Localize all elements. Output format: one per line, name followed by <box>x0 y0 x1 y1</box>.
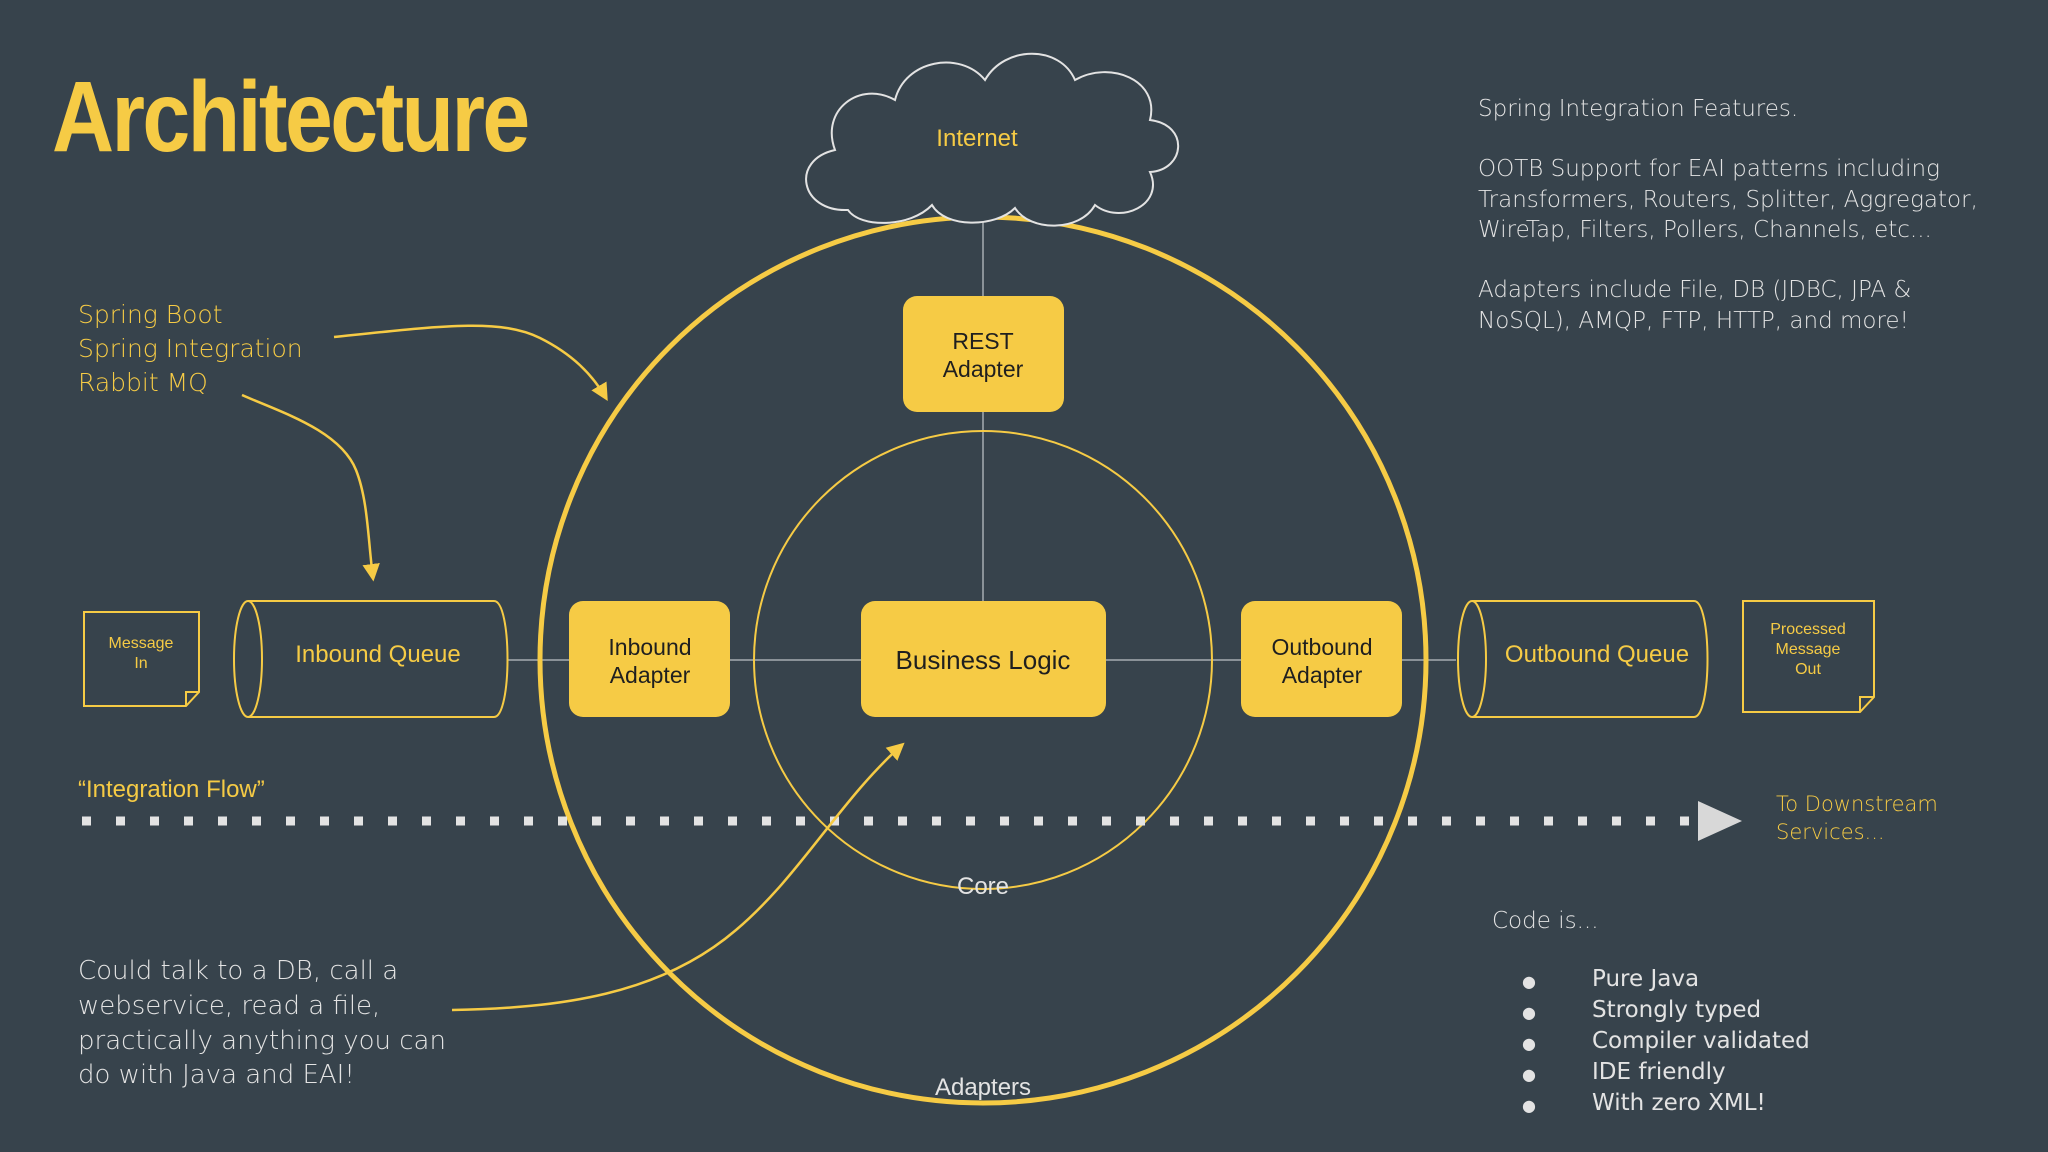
connector-lines <box>508 222 1456 661</box>
rest-adapter-line1: REST <box>952 328 1013 354</box>
message-in-note: Message In <box>83 611 200 707</box>
message-in-line2: In <box>134 655 147 672</box>
outbound-adapter-box: Outbound Adapter <box>1241 601 1402 717</box>
list-item: Compiler validated <box>1522 1028 1810 1059</box>
inbound-queue: Inbound Queue <box>233 600 509 718</box>
stack-item: Spring Integration <box>78 334 303 363</box>
inbound-adapter-line1: Inbound <box>608 634 691 660</box>
internet-cloud: Internet <box>805 52 1180 227</box>
list-item: With zero XML! <box>1522 1090 1810 1121</box>
arrow-could-talk-to-core <box>451 742 905 1012</box>
features-heading: Spring Integration Features. <box>1478 96 1799 122</box>
inbound-adapter-box: Inbound Adapter <box>569 601 730 717</box>
list-item: Pure Java <box>1522 966 1810 997</box>
inbound-queue-label: Inbound Queue <box>295 641 460 668</box>
business-logic-box: Business Logic <box>861 601 1106 717</box>
integration-flow-arrowhead <box>1698 801 1742 841</box>
features-panel: Spring Integration Features. OOTB Suppor… <box>1478 94 1998 366</box>
arrow-stack-to-adapters <box>333 324 608 402</box>
business-logic-label: Business Logic <box>896 645 1071 675</box>
core-circle <box>753 430 1213 890</box>
message-out-line1: Processed <box>1770 621 1846 638</box>
internet-label: Internet <box>936 125 1018 152</box>
stack-item: Spring Boot <box>78 300 223 329</box>
outbound-queue: Outbound Queue <box>1457 600 1709 718</box>
arrow-stack-to-inbound-queue <box>241 393 380 582</box>
integration-flow-label: “Integration Flow” <box>78 776 265 803</box>
adapters-label: Adapters <box>935 1074 1031 1101</box>
list-item: IDE friendly <box>1522 1059 1810 1090</box>
outbound-queue-label: Outbound Queue <box>1505 641 1689 668</box>
features-paragraph-eai: OOTB Support for EAI patterns including … <box>1478 156 1978 244</box>
features-paragraph-adapters: Adapters include File, DB (JDBC, JPA & N… <box>1478 277 1912 334</box>
stack-item: Rabbit MQ <box>78 368 208 397</box>
message-out-line3: Out <box>1795 661 1821 678</box>
downstream-label: To Downstream Services... <box>1776 790 1938 847</box>
downstream-line2: Services... <box>1776 820 1885 845</box>
rest-adapter-box: REST Adapter <box>903 296 1064 412</box>
list-item: Strongly typed <box>1522 997 1810 1028</box>
rest-adapter-line2: Adapter <box>943 356 1024 382</box>
could-talk-note: Could talk to a DB, call a webservice, r… <box>78 956 446 1091</box>
page-title: Architecture <box>52 61 530 173</box>
core-label: Core <box>957 873 1009 900</box>
code-is-heading: Code is... <box>1492 908 1599 934</box>
outbound-adapter-line2: Adapter <box>1282 662 1363 688</box>
message-in-line1: Message <box>109 635 174 652</box>
message-out-line2: Message <box>1776 641 1841 658</box>
annotation-arrows <box>241 324 905 1012</box>
outbound-adapter-line1: Outbound <box>1271 634 1372 660</box>
inbound-adapter-line2: Adapter <box>610 662 691 688</box>
tech-stack-list: Spring Boot Spring Integration Rabbit MQ <box>78 298 303 400</box>
code-is-list: Pure Java Strongly typed Compiler valida… <box>1522 966 1810 1121</box>
message-out-note: Processed Message Out <box>1742 600 1876 713</box>
downstream-line1: To Downstream <box>1776 792 1938 816</box>
